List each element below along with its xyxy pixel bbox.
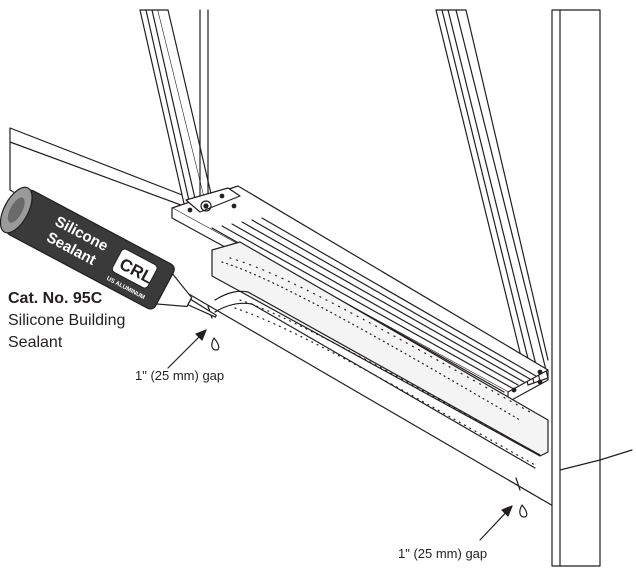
gap-callout-right: 1" (25 mm) gap <box>398 546 488 561</box>
gap-indicator-right <box>515 477 528 518</box>
product-name-line1: Silicone Building <box>8 312 126 329</box>
sealant-bead <box>211 241 549 469</box>
product-name-line2: Sealant <box>8 334 63 351</box>
right-wall-post <box>551 9 633 567</box>
leader-arrow-left <box>167 329 207 369</box>
catalog-number-label: Cat. No. 95C <box>8 290 103 307</box>
sealant-tube: Silicone Sealant CRL US ALUMINUM <box>0 186 218 318</box>
left-jamb <box>139 9 213 209</box>
leader-arrow-right <box>479 505 513 541</box>
gap-callout-left: 1" (25 mm) gap <box>135 368 225 383</box>
